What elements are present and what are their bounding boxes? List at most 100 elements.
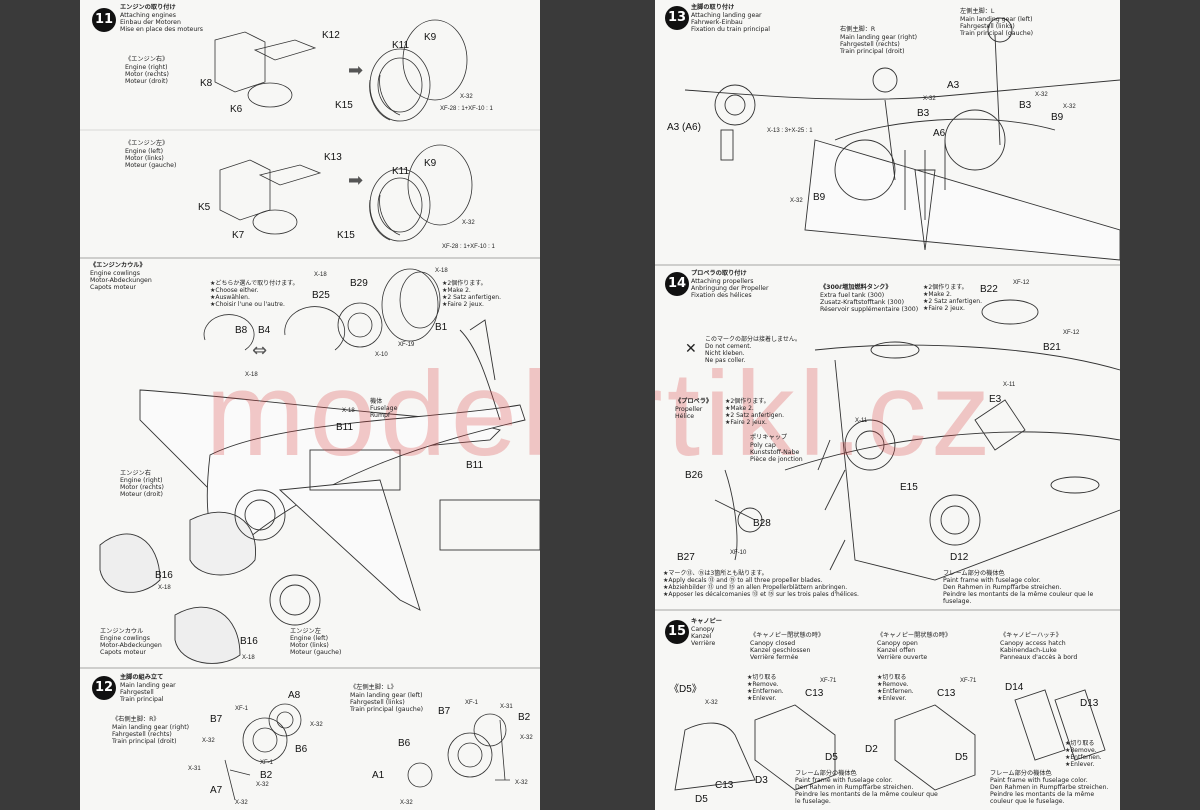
step-15-drawing [674,689,1106,791]
part-label: X-32 [705,700,718,706]
part-label: B26 [685,470,703,481]
decal-note: ★Apply decals ⑬ and ⑮ to all three prope… [663,577,823,584]
paint-frame-note: Den Rahmen in Rumpffarbe streichen. [990,784,1109,791]
make2-note: ★Faire 2 jeux. [725,419,767,426]
make2-note: ★2個作ります。 [923,284,968,291]
step-14-title-ja: プロペラの取り付け [691,270,747,277]
make2-note: ★2 Satz anfertigen. [442,294,501,301]
fuselage-en: Fuselage [370,405,398,412]
part-label: B3 [917,108,930,119]
engine-right-ja: 《エンジン右》 [125,56,169,63]
part-label: B8 [235,325,248,336]
engine-left-label: Moteur (gauche) [290,649,342,656]
part-label: X-18 [435,268,448,274]
polycap-label: Poly cap [750,442,776,449]
landing-gear-drawing [224,703,510,801]
gear-left-label: Main landing gear (left) [960,16,1033,23]
part-label: B2 [260,770,273,781]
paint-frame-note: Paint frame with fuselage color. [943,577,1041,584]
choose-note: ★どちらか選んで取り付けます。 [210,280,299,287]
part-label: X-32 [310,722,323,728]
make2-note: ★2個作ります。 [725,398,770,405]
part-label: D5 [825,752,838,763]
part-label: A6 [933,128,946,139]
step-13-title-fr: Fixation du train principal [691,26,770,33]
part-label: X-31 [188,766,201,772]
cowling-drawing [203,268,441,351]
part-label: X-32 [923,96,936,102]
step-13-title-ja: 主脚の取り付け [691,4,735,11]
step-12-title-en: Main landing gear [120,682,176,689]
canopy-hatch-label: Panneaux d'accès à bord [1000,654,1078,661]
part-label: D14 [1005,682,1024,693]
step-11-number: 11 [92,8,116,32]
part-label: B16 [240,636,258,647]
arrow-icon: ➡ [348,60,364,81]
gear-left-label: Train principal (gauche) [960,30,1034,37]
paint-frame-note: フレーム部分の機体色 [795,770,857,777]
engine-right-de: Motor (rechts) [125,71,169,78]
part-label: K5 [198,202,211,213]
step-13-title-en: Attaching landing gear [691,12,762,19]
make2-note: ★Faire 2 jeux. [442,301,484,308]
cowl-title-de: Motor-Abdeckungen [90,277,152,284]
part-label: B21 [1043,342,1061,353]
part-label: B11 [466,460,484,471]
tank-label: Zusatz-Kraftstofftank (300) [820,299,904,306]
part-label: E3 [989,394,1002,405]
no-cement-icon: ✕ [685,340,697,356]
part-label: D5 [695,794,708,805]
part-label: A1 [372,770,385,781]
part-label: K6 [230,104,243,115]
part-label: X-32 [790,198,803,204]
part-label: XF-1 [465,700,479,706]
step-13-number: 13 [665,6,689,30]
step-13-title-de: Fahrwerk-Einbau [691,19,743,26]
canopy-hatch-label: Canopy access hatch [1000,640,1066,647]
part-label: X-32 [520,735,533,741]
no-cement-note: このマークの部分は接着しません。 [705,336,801,343]
part-label: XF-71 [820,678,837,684]
step-13-drawing [684,17,1120,261]
cowling-label: エンジンカウル [100,628,144,635]
engine-left-de: Motor (links) [125,155,164,162]
step-14-title-fr: Fixation des hélices [691,292,752,299]
part-label: A8 [288,690,301,701]
step-15-number: 15 [665,620,689,644]
step-15-title-ja: キャノピー [691,618,722,625]
cowling-label: Engine cowlings [100,635,150,642]
part-label: XF-12 [1063,330,1080,336]
cowling-label: Motor-Abdeckungen [100,642,162,649]
remove-note: ★Entfernen. [877,688,914,695]
paint-frame-note: Den Rahmen in Rumpffarbe streichen. [795,784,914,791]
gear-left-label: 左側主脚：L [960,8,995,15]
step-12-title-ja: 主脚の組み立て [120,674,164,681]
remove-note: ★Remove. [747,681,779,688]
part-label: K8 [200,78,213,89]
fuselage-de: Rumpf [370,412,391,419]
step-14-drawing [714,299,1120,581]
part-label: C13 [715,780,734,791]
make2-note: ★Make 2. [442,287,471,294]
remove-note: ★Remove. [1065,747,1097,754]
paint-frame-note: Peindre les montants de la même couleur … [795,791,938,806]
make2-note: ★2個作ります。 [442,280,487,287]
tank-label: 《300ℓ増加燃料タンク》 [820,284,892,291]
part-label: B6 [398,738,411,749]
part-label: X-11 [855,418,868,424]
step-15-title-en: Canopy [691,626,715,633]
canopy-closed-label: Canopy closed [750,640,796,647]
step-11-title-en: Attaching engines [120,12,176,19]
part-label: D5 [955,752,968,763]
part-label: E15 [900,482,918,493]
canopy-hatch-label: Kabinendach-Luke [1000,647,1057,654]
engine-left-ja: 《エンジン左》 [125,140,169,147]
step-12-title-de: Fahrgestell [120,689,154,696]
tank-label: Extra fuel tank (300) [820,292,885,299]
remove-note: ★Remove. [877,681,909,688]
propeller-label: 《プロペラ》 [675,398,713,405]
paint-note: X-13 : 3+X-25 : 1 [767,128,813,134]
step-15-title-fr: Verrière [691,640,716,647]
part-label: B28 [753,518,771,529]
choose-note: ★Auswählen. [210,294,250,301]
